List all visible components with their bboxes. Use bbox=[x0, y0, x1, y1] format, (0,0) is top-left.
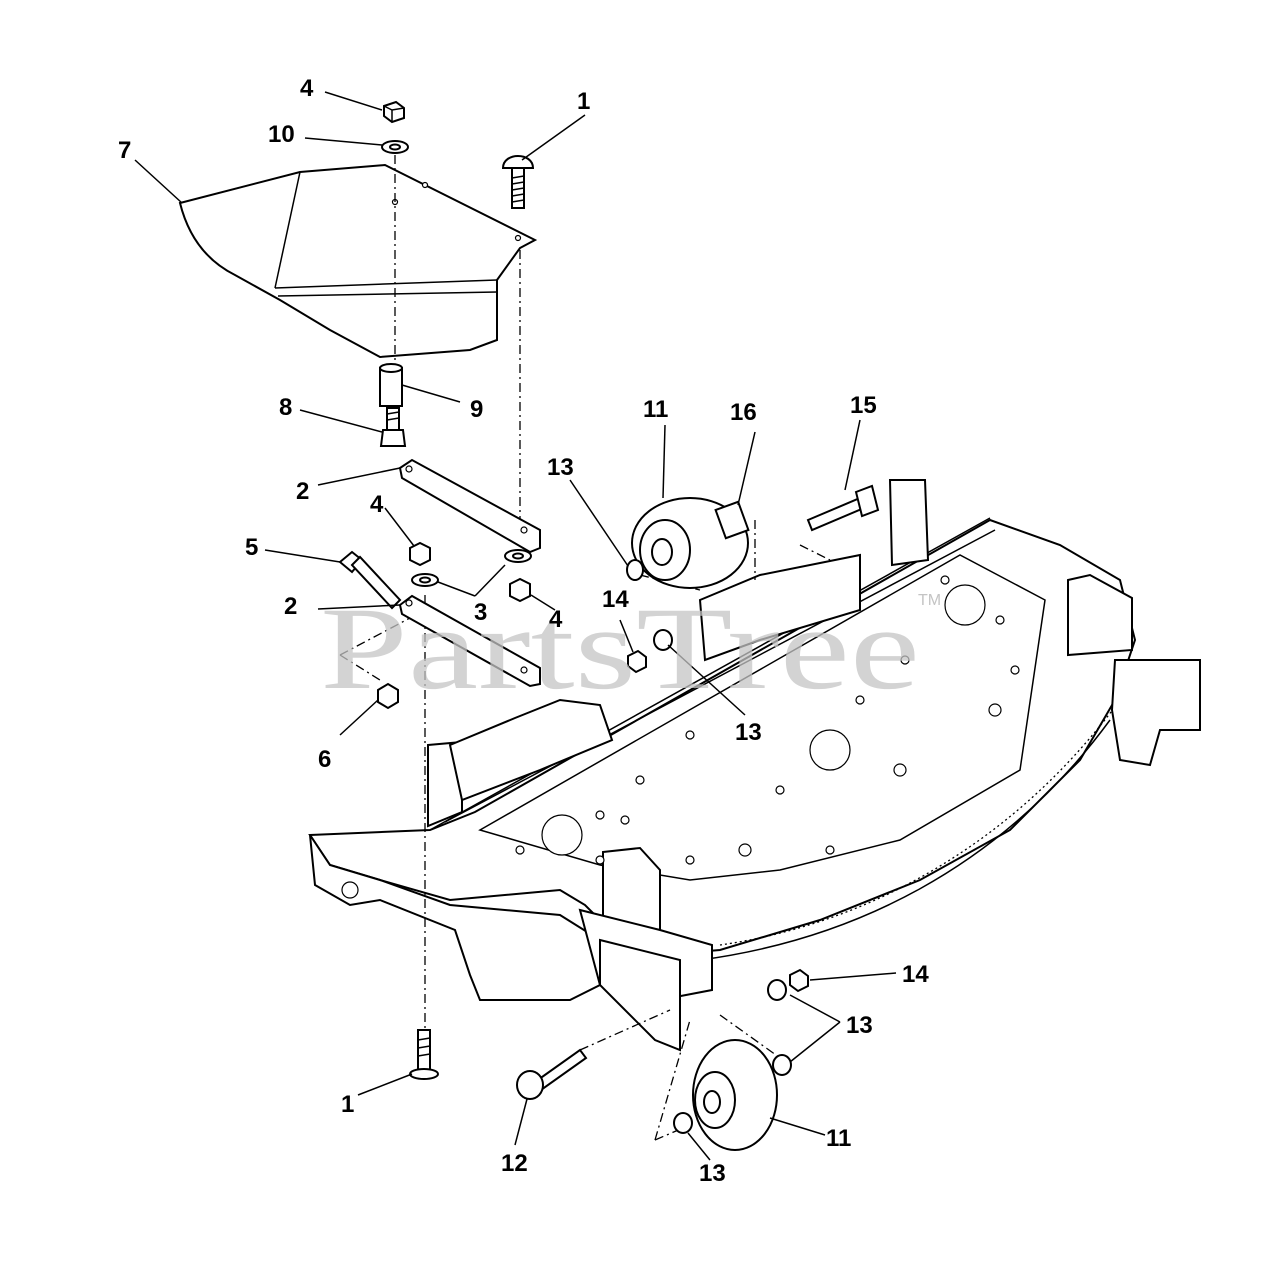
callout-1: 1 bbox=[577, 88, 590, 115]
callout-15: 15 bbox=[850, 392, 877, 419]
callout-2: 2 bbox=[284, 593, 297, 620]
callout-11: 11 bbox=[643, 396, 668, 423]
part-10-washer bbox=[381, 140, 409, 154]
callout-8: 8 bbox=[279, 394, 292, 421]
mower-deck bbox=[308, 479, 1201, 1052]
part-4-nut-right bbox=[509, 577, 531, 603]
callout-13: 13 bbox=[735, 719, 762, 746]
part-12-carriage-bolt bbox=[516, 1048, 588, 1100]
callout-11: 11 bbox=[826, 1125, 851, 1152]
callout-6: 6 bbox=[318, 746, 331, 773]
part-16-spacer bbox=[714, 500, 750, 540]
part-1-carriage-bolt-top bbox=[501, 155, 535, 209]
callout-2: 2 bbox=[296, 478, 309, 505]
callout-leaders bbox=[134, 91, 897, 1161]
part-7-deflector-shield bbox=[178, 163, 538, 359]
callout-12: 12 bbox=[501, 1150, 528, 1177]
part-2-bar-lower bbox=[398, 594, 541, 688]
part-11-gauge-wheel-front bbox=[692, 1039, 778, 1151]
callout-3: 3 bbox=[474, 599, 487, 626]
callout-5: 5 bbox=[245, 534, 258, 561]
callout-13: 13 bbox=[846, 1012, 873, 1039]
callout-labels: 4 10 7 1 9 8 2 4 5 2 3 4 6 11 16 15 13 1… bbox=[118, 75, 929, 1187]
part-5-bolt bbox=[338, 550, 402, 610]
part-9-spacer bbox=[379, 363, 403, 407]
callout-9: 9 bbox=[470, 396, 483, 423]
callout-16: 16 bbox=[730, 399, 757, 426]
callout-13: 13 bbox=[699, 1160, 726, 1187]
part-4-nut-top bbox=[383, 100, 405, 124]
part-1-carriage-bolt-bottom bbox=[409, 1029, 439, 1080]
callout-10: 10 bbox=[268, 121, 295, 148]
part-3-washers bbox=[411, 549, 532, 587]
callout-1: 1 bbox=[341, 1091, 354, 1118]
callout-14: 14 bbox=[602, 586, 629, 613]
callout-14: 14 bbox=[902, 961, 929, 988]
part-14-nuts bbox=[627, 649, 809, 993]
svg-text:PartsTree: PartsTree bbox=[320, 583, 920, 714]
part-2-bar-upper bbox=[398, 458, 541, 554]
part-4-nut-mid bbox=[409, 541, 431, 567]
svg-text:TM: TM bbox=[918, 592, 941, 609]
callout-4: 4 bbox=[549, 606, 563, 633]
partstree-watermark: PartsTree TM bbox=[320, 583, 941, 714]
callout-7: 7 bbox=[118, 137, 131, 164]
callout-4: 4 bbox=[300, 75, 314, 102]
part-13-washers bbox=[626, 559, 792, 1134]
part-8-bolt bbox=[379, 407, 407, 447]
part-6-nut bbox=[377, 682, 399, 710]
callout-4: 4 bbox=[370, 491, 384, 518]
part-15-bolt bbox=[806, 484, 880, 532]
callout-13: 13 bbox=[547, 454, 574, 481]
